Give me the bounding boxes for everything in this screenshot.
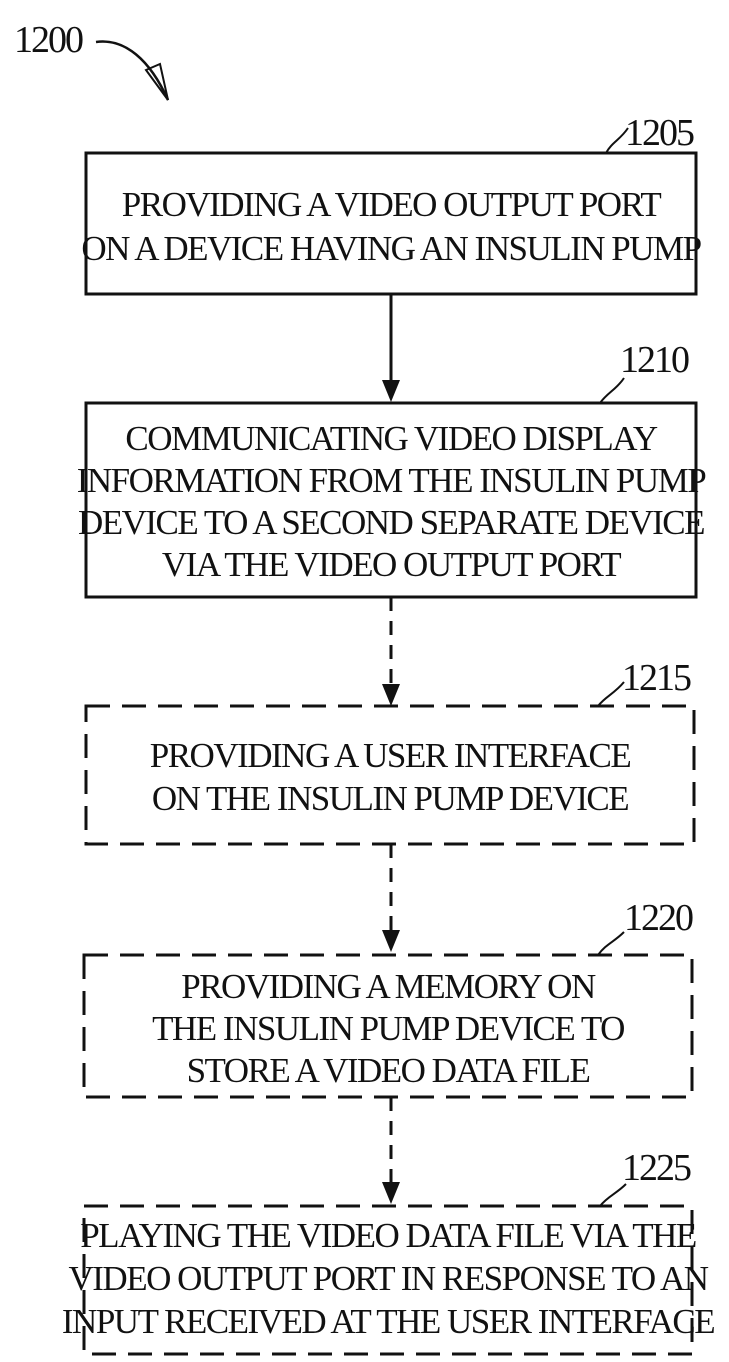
figure-label: 1200 — [14, 19, 83, 61]
step-line: PROVIDING A VIDEO OUTPUT PORT — [122, 185, 662, 224]
step-1225: PLAYING THE VIDEO DATA FILE VIA THE VIDE… — [62, 1147, 714, 1354]
step-line: PROVIDING A USER INTERFACE — [150, 736, 631, 775]
step-1205: PROVIDING A VIDEO OUTPUT PORT ON A DEVIC… — [81, 112, 701, 294]
step-ref-label: 1225 — [622, 1147, 691, 1189]
step-line: INFORMATION FROM THE INSULIN PUMP — [77, 461, 707, 500]
figure-label-arrowhead — [146, 64, 168, 100]
step-ref-label: 1215 — [622, 657, 691, 699]
step-line: STORE A VIDEO DATA FILE — [187, 1051, 590, 1090]
step-ref-label: 1205 — [625, 112, 694, 154]
ref-leader — [600, 1184, 626, 1206]
step-line: VIDEO OUTPUT PORT IN RESPONSE TO AN — [68, 1259, 708, 1298]
step-line: PLAYING THE VIDEO DATA FILE VIA THE — [80, 1216, 696, 1255]
ref-leader — [600, 378, 624, 403]
arrowhead — [382, 930, 400, 952]
arrowhead — [382, 1182, 400, 1204]
step-line: VIA THE VIDEO OUTPUT PORT — [162, 545, 621, 584]
step-box — [86, 706, 694, 844]
arrowhead — [382, 380, 400, 402]
step-ref-label: 1210 — [620, 339, 689, 381]
step-line: THE INSULIN PUMP DEVICE TO — [152, 1009, 624, 1048]
arrowhead — [382, 684, 400, 706]
connector-1205-1210 — [382, 294, 400, 402]
step-line: DEVICE TO A SECOND SEPARATE DEVICE — [78, 503, 704, 542]
figure-label-group: 1200 — [14, 19, 168, 100]
step-line: ON A DEVICE HAVING AN INSULIN PUMP — [81, 229, 701, 268]
step-line: INPUT RECEIVED AT THE USER INTERFACE — [62, 1302, 714, 1341]
ref-leader — [598, 932, 624, 955]
connector-1215-1220 — [382, 844, 400, 952]
step-line: COMMUNICATING VIDEO DISPLAY — [125, 419, 657, 458]
connector-1210-1215 — [382, 597, 400, 706]
figure-label-leader — [96, 42, 168, 100]
connector-1220-1225 — [382, 1097, 400, 1204]
step-line: ON THE INSULIN PUMP DEVICE — [152, 779, 628, 818]
ref-leader — [598, 682, 624, 706]
step-1220: PROVIDING A MEMORY ON THE INSULIN PUMP D… — [84, 897, 693, 1097]
step-ref-label: 1220 — [624, 897, 693, 939]
step-line: PROVIDING A MEMORY ON — [181, 967, 596, 1006]
